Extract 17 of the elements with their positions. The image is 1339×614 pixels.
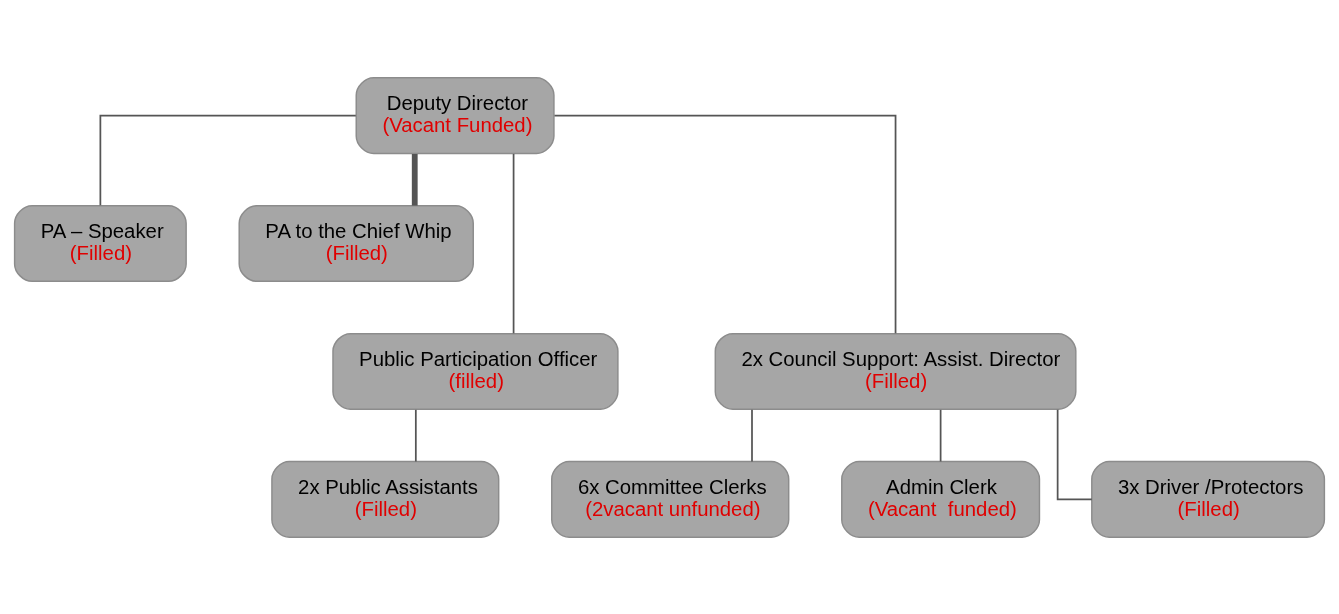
connector (939, 408, 942, 462)
node-box: 3x Driver /Protectors (Filled) (1091, 460, 1326, 538)
node-box: Public Participation Officer (filled) (332, 332, 619, 410)
connector (512, 152, 515, 334)
node-box: Deputy Director (Vacant Funded) (355, 76, 555, 154)
connector (411, 153, 418, 206)
node-box: 2x Council Support: Assist. Director (Filled) (714, 332, 1077, 410)
connector (553, 114, 897, 334)
node-box: Admin Clerk (Vacant funded) (841, 460, 1041, 538)
connector (1056, 408, 1093, 500)
connector (751, 408, 753, 462)
node-box: 6x Committee Clerks (2vacant unfunded) (551, 460, 790, 538)
node-box: PA – Speaker (Filled) (13, 204, 187, 282)
node-box: 2x Public Assistants (Filled) (271, 460, 500, 538)
connector (99, 114, 357, 206)
node-box: PA to the Chief Whip (Filled) (238, 204, 474, 282)
connector (414, 408, 417, 462)
